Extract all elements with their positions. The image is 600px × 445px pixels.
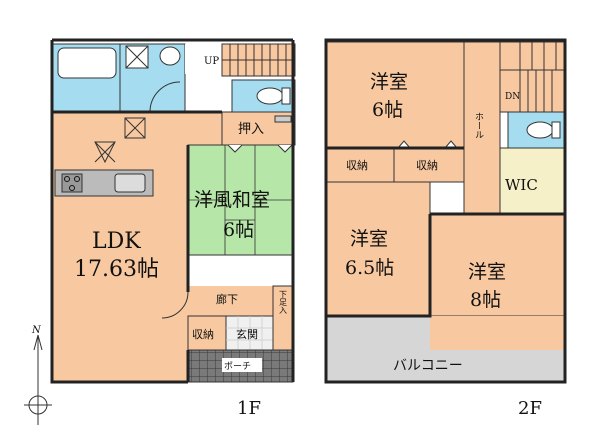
stairs [221, 43, 296, 77]
room-b [325, 181, 431, 317]
room-c-name: 洋室 [468, 261, 506, 283]
shunou-1f-label: 収納 [192, 328, 214, 341]
shunou-2f-2-label: 収納 [416, 159, 438, 172]
genkan [225, 315, 274, 351]
floor-1-label: 1F [237, 398, 261, 419]
wic-label: WIC [505, 176, 538, 194]
hall [463, 41, 501, 215]
genkan-label: 玄関 [236, 327, 258, 341]
north-label: N [31, 325, 42, 336]
room-a [325, 41, 465, 149]
ldk-name: LDK [92, 229, 141, 254]
stairs-2f [499, 41, 566, 113]
room-b-size: 6.5帖 [345, 257, 394, 279]
oshiire-label: 押入 [238, 122, 264, 137]
fridge-icon [124, 117, 146, 139]
stove-icon [61, 173, 83, 193]
room-a-name: 洋室 [370, 71, 408, 93]
dn-label: DN [505, 92, 520, 102]
ldk-size: 17.63帖 [74, 257, 159, 282]
shitabako-label: 下足入 [279, 290, 288, 314]
porch-label: ポーチ [224, 361, 251, 372]
sink-icon [114, 173, 146, 193]
wash-basin [159, 46, 181, 66]
tatami-lines [188, 145, 293, 255]
bathtub [57, 47, 117, 79]
toilet-2f-icon [526, 121, 554, 139]
north-arrow-icon [24, 334, 52, 425]
toilet-icon [256, 87, 284, 105]
corridor [188, 286, 273, 316]
floor-1: UP [50, 38, 296, 384]
washitsu-name: 洋風和室 [194, 189, 270, 211]
hood-icon [94, 141, 116, 164]
up-label: UP [204, 56, 219, 67]
room-c-size: 8帖 [470, 289, 501, 311]
shunou-2f-1-label: 収納 [346, 159, 368, 172]
rouka-label: 廊下 [216, 292, 238, 306]
floor-2: DN [324, 38, 567, 384]
floor-2-label: 2F [518, 398, 542, 419]
room-b-name: 洋室 [350, 228, 388, 250]
hall-label: ホール [473, 112, 484, 139]
washitsu-size: 6帖 [223, 219, 254, 241]
balcony-label: バルコニー [393, 358, 463, 374]
room-a-size: 6帖 [372, 99, 403, 121]
